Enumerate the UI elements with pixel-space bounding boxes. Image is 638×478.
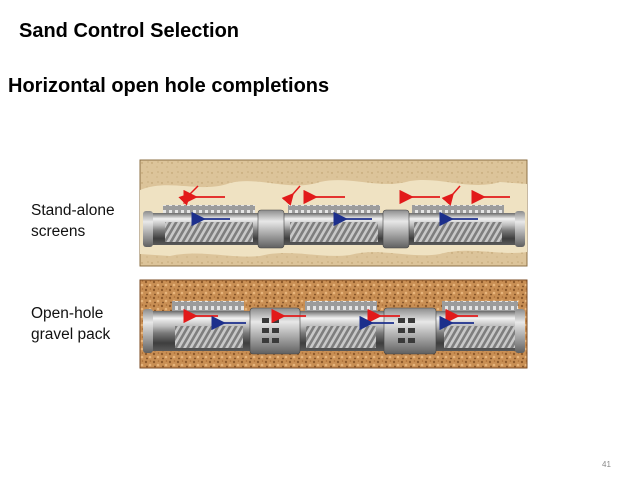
- screen-jacket: [163, 205, 255, 214]
- pipe-end: [515, 309, 525, 353]
- open-hole-gravel-pack-label: Open-hole gravel pack: [31, 303, 110, 345]
- coupling: [382, 209, 410, 249]
- slide-subtitle: Horizontal open hole completions: [8, 75, 330, 97]
- screen-jacket: [412, 205, 504, 214]
- wire-wrap: [306, 326, 376, 348]
- pipe-end: [143, 211, 153, 247]
- wire-wrap: [165, 222, 253, 242]
- slide-title: Sand Control Selection: [19, 20, 240, 42]
- screen-jacket: [172, 301, 244, 311]
- label-line: screens: [31, 223, 86, 240]
- wire-wrap: [175, 326, 243, 348]
- wire-wrap: [444, 326, 516, 348]
- pipe-end: [143, 309, 153, 353]
- page-number: 41: [602, 460, 611, 469]
- label-line: Open-hole: [31, 305, 104, 322]
- wire-wrap: [414, 222, 502, 242]
- wire-wrap: [290, 222, 378, 242]
- screen-jacket: [305, 301, 377, 311]
- label-line: Stand-alone: [31, 202, 115, 219]
- label-line: gravel pack: [31, 326, 111, 343]
- open-hole-gravel-pack-diagram: [139, 279, 528, 369]
- stand-alone-screens-label: Stand-alone screens: [31, 200, 115, 242]
- coupling: [257, 209, 285, 249]
- screen-jacket: [442, 301, 518, 311]
- inflow-arrow: [441, 185, 461, 206]
- stand-alone-screens-diagram: [139, 159, 528, 267]
- pipe-end: [515, 211, 525, 247]
- inflow-arrow: [281, 185, 301, 206]
- screen-jacket: [288, 205, 380, 214]
- inflow-arrow: [178, 185, 199, 206]
